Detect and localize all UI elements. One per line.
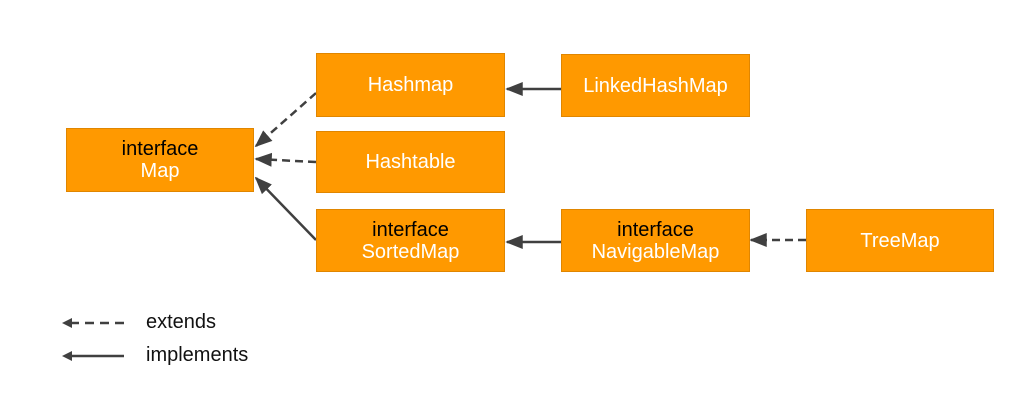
node-navigablemap-name: NavigableMap [591, 240, 720, 263]
edge-sortedmap-to-map [254, 176, 317, 241]
legend-dashed-arrow-icon [62, 317, 124, 328]
node-linkedhashmap: LinkedHashMap [561, 54, 750, 117]
node-treemap-name: TreeMap [860, 229, 940, 252]
node-navigablemap: interface NavigableMap [561, 209, 750, 272]
node-navigablemap-keyword: interface [617, 218, 694, 241]
legend-implements: implements [62, 344, 248, 367]
legend-extends-label: extends [146, 311, 217, 333]
node-linkedhashmap-name: LinkedHashMap [583, 74, 728, 97]
legend-implements-label: implements [146, 344, 249, 366]
node-hashmap-name: Hashmap [367, 74, 454, 96]
node-treemap: TreeMap [806, 209, 994, 272]
node-hashtable: Hashtable [316, 131, 505, 193]
node-map-keyword: interface [121, 138, 199, 160]
node-hashmap: Hashmap [316, 53, 505, 117]
node-map: interface Map [66, 128, 254, 192]
node-sortedmap-keyword: interface [372, 218, 449, 241]
node-sortedmap: interface SortedMap [316, 209, 505, 272]
edge-hashtable-to-map [254, 152, 317, 167]
node-map-name: Map [140, 160, 180, 182]
node-sortedmap-name: SortedMap [361, 240, 460, 263]
edge-hashmap-to-map [254, 92, 317, 148]
node-hashtable-name: Hashtable [365, 151, 456, 173]
legend-solid-arrow-icon [62, 350, 124, 361]
legend-extends: extends [62, 311, 216, 334]
